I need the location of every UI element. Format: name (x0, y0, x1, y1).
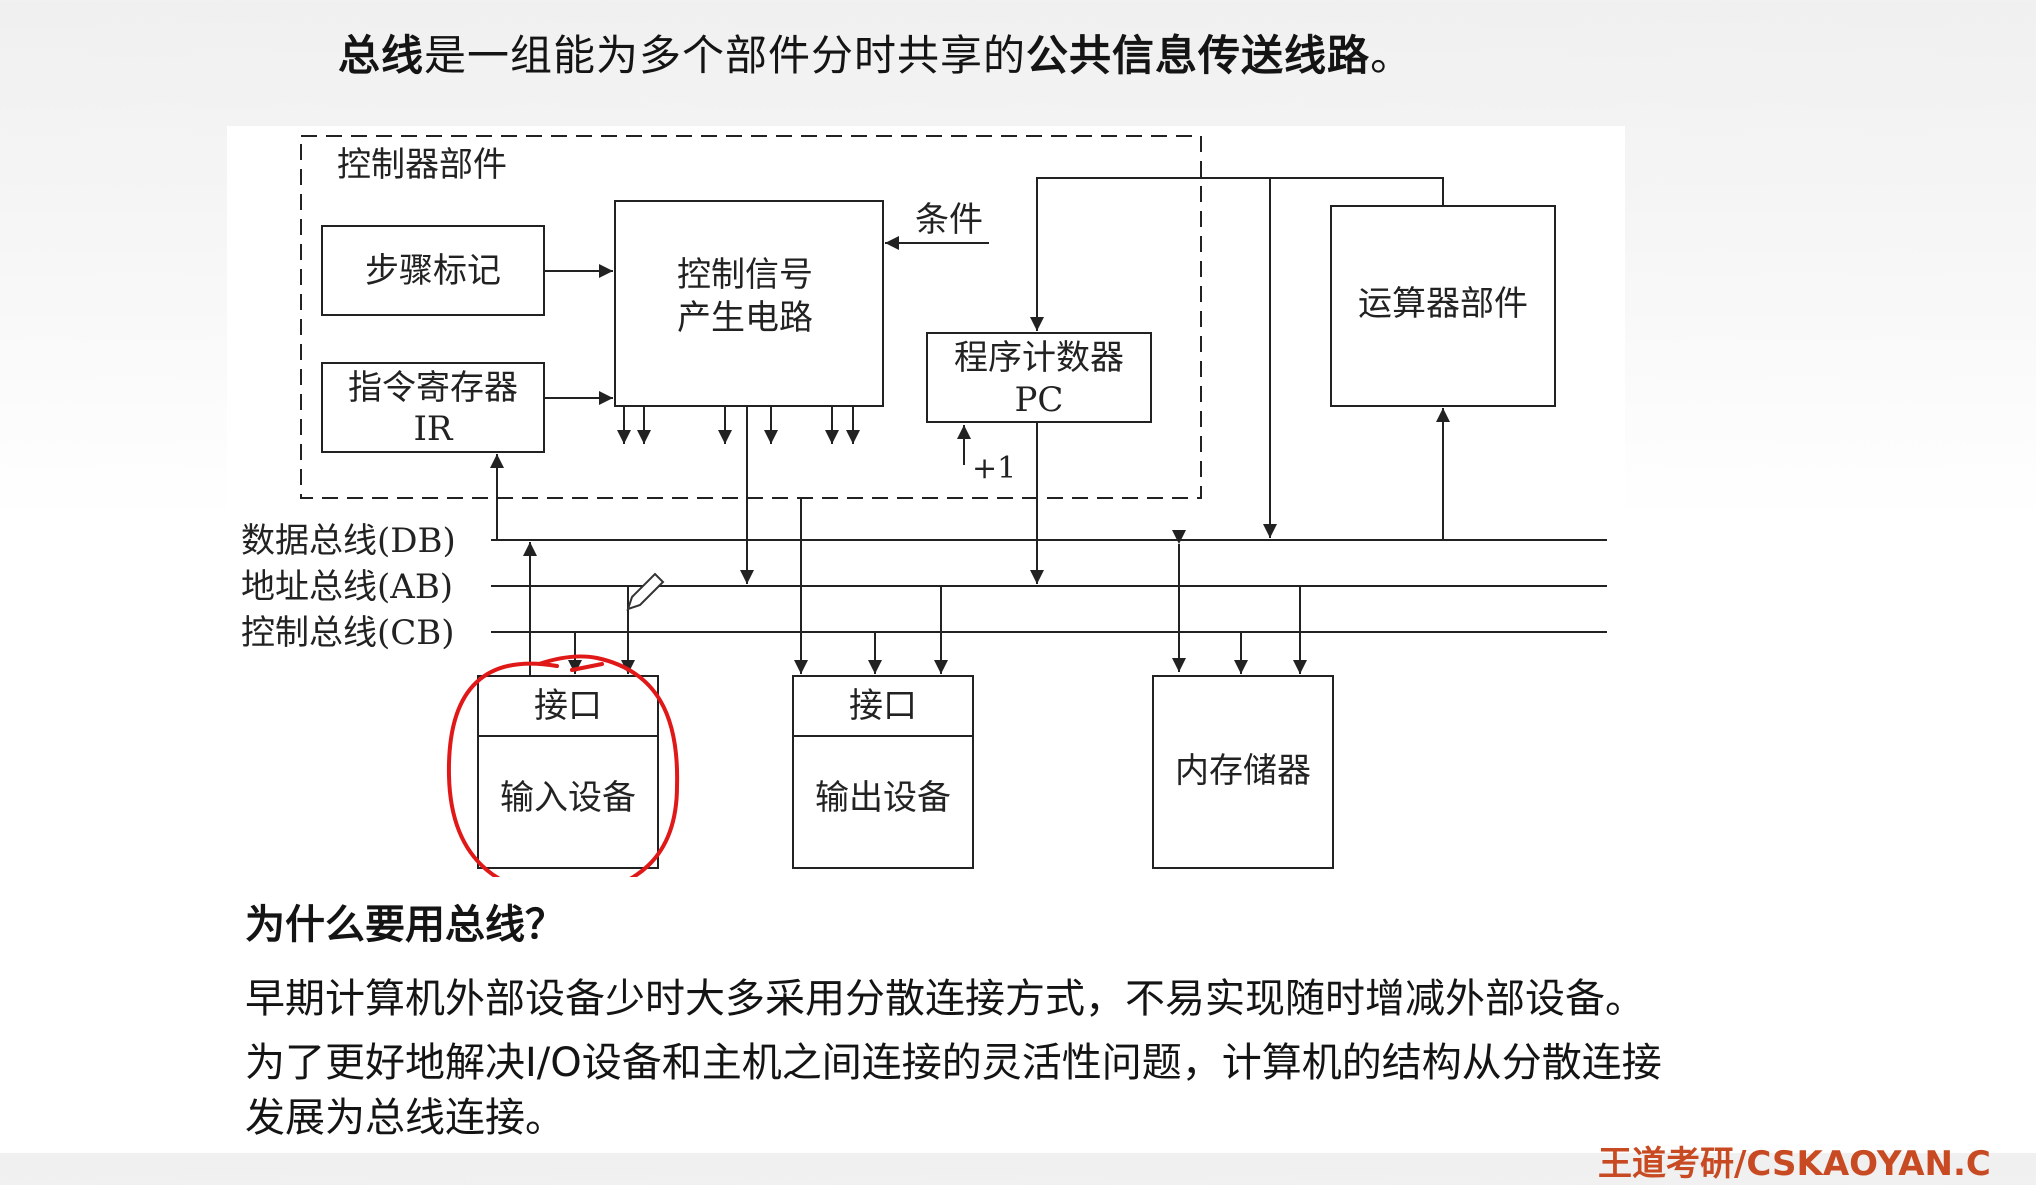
data-bus-label: 数据总线(DB) (241, 521, 456, 561)
pc-label-line1: 程序计数器 (954, 338, 1124, 378)
alu-label: 运算器部件 (1358, 284, 1528, 324)
memory-label: 内存储器 (1175, 751, 1311, 791)
headline-text-a: 是一组能为多个部件分时共享的 (424, 31, 1027, 80)
page-headline: 总线是一组能为多个部件分时共享的公共信息传送线路。 (338, 22, 1413, 83)
output-device-box (792, 675, 974, 869)
step-marker-box (321, 225, 545, 316)
input-device-label: 输入设备 (500, 778, 636, 818)
bus-structure-diagram: 控制器部件 步骤标记 指令寄存器 IR 控制信号 产生电路 条件 程序计数器 P… (227, 126, 1625, 877)
pc-increment-label: +1 (972, 451, 1016, 486)
headline-term-line: 线路 (1284, 31, 1371, 80)
output-interface-label: 接口 (849, 686, 917, 726)
headline-term-bus: 总线 (338, 31, 425, 80)
csg-label-line1: 控制信号 (677, 255, 813, 295)
step-marker-label: 步骤标记 (365, 251, 501, 291)
program-counter-box (926, 332, 1152, 423)
control-signal-generator-box (614, 200, 884, 407)
control-bus-label: 控制总线(CB) (241, 613, 455, 653)
csg-label-line2: 产生电路 (677, 298, 813, 338)
paragraph-1: 早期计算机外部设备少时大多采用分散连接方式，不易实现随时增减外部设备。 (245, 976, 1645, 1022)
instruction-register-box (321, 362, 545, 453)
diagram-canvas: 控制器部件 步骤标记 指令寄存器 IR 控制信号 产生电路 条件 程序计数器 P… (241, 135, 1607, 877)
control-signal-outputs (617, 407, 860, 444)
input-device-box (477, 675, 659, 869)
paragraph-3: 发展为总线连接。 (245, 1095, 565, 1141)
address-bus-label: 地址总线(AB) (241, 567, 453, 607)
section-title: 为什么要用总线？ (245, 902, 565, 948)
input-interface-label: 接口 (534, 686, 602, 726)
condition-label: 条件 (915, 200, 983, 240)
output-device-label: 输出设备 (815, 778, 951, 818)
pc-label-line2: PC (1015, 380, 1064, 420)
headline-period: 。 (1370, 31, 1414, 80)
alu-to-pc-path (1030, 177, 1444, 331)
pencil-cursor-icon (626, 572, 665, 611)
red-annotation-circle (446, 654, 680, 877)
memory-box (1152, 675, 1334, 869)
ir-label-line1: 指令寄存器 (348, 368, 518, 408)
controller-region (300, 135, 1202, 499)
controller-label: 控制器部件 (337, 145, 507, 185)
watermark: 王道考研/CSKAOYAN.C (1598, 1144, 1991, 1184)
red-annotation-tick (570, 662, 604, 672)
ir-label-line2: IR (413, 409, 453, 449)
headline-term-public: 公共信息传送 (1026, 31, 1285, 80)
paragraph-2: 为了更好地解决I/O设备和主机之间连接的灵活性问题，计算机的结构从分散连接 (245, 1040, 1662, 1086)
